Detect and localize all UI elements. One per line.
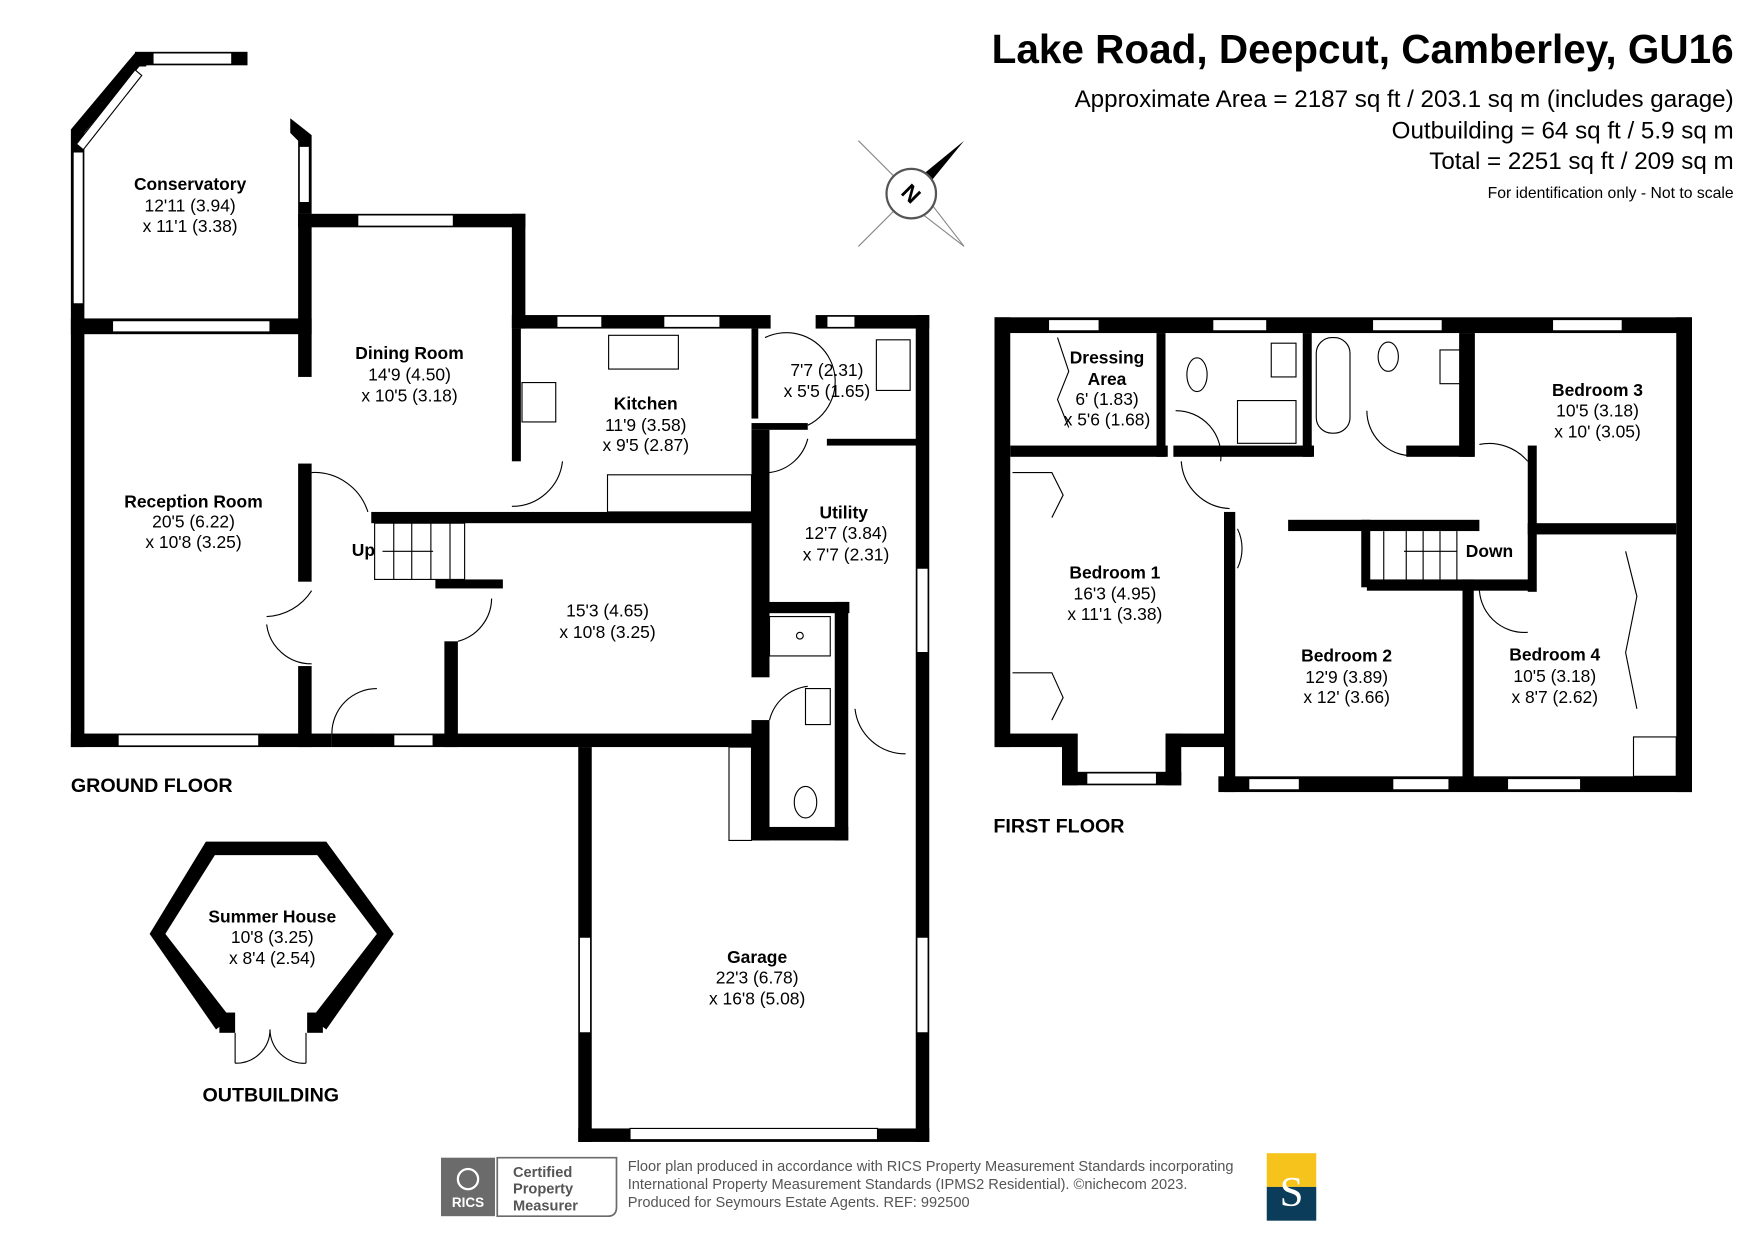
outbuilding-label: OUTBUILDING (203, 1084, 340, 1106)
stairs-down-label: Down (1466, 541, 1513, 561)
svg-text:x 12' (3.66): x 12' (3.66) (1303, 687, 1390, 707)
svg-text:RICS: RICS (452, 1195, 484, 1210)
svg-text:12'9 (3.89): 12'9 (3.89) (1305, 667, 1388, 687)
svg-text:Kitchen: Kitchen (614, 394, 678, 414)
summer-house-walls (149, 841, 394, 1064)
svg-text:Utility: Utility (820, 503, 869, 523)
svg-text:22'3 (6.78): 22'3 (6.78) (716, 967, 799, 987)
room-utility: Utility 12'7 (3.84) x 7'7 (2.31) (803, 503, 890, 565)
agent-logo: S (1266, 1153, 1317, 1221)
svg-text:x 10' (3.05): x 10' (3.05) (1554, 422, 1641, 442)
svg-text:x 16'8 (5.08): x 16'8 (5.08) (709, 989, 805, 1009)
svg-text:x 11'1 (3.38): x 11'1 (3.38) (1067, 604, 1162, 624)
north-arrow-icon: N (857, 140, 965, 247)
svg-text:Reception Room: Reception Room (124, 491, 262, 511)
stairs-up-label: Up (352, 540, 375, 560)
disclaimer: For identification only - Not to scale (1488, 185, 1734, 202)
svg-text:x 10'5 (3.18): x 10'5 (3.18) (361, 386, 457, 406)
svg-text:10'5 (3.18): 10'5 (3.18) (1556, 400, 1639, 420)
svg-text:Property: Property (513, 1182, 574, 1198)
svg-text:Bedroom 3: Bedroom 3 (1552, 380, 1643, 400)
stairs-icon (374, 522, 466, 580)
first-floor-walls (994, 317, 1692, 793)
svg-text:Area: Area (1088, 369, 1127, 389)
property-title: Lake Road, Deepcut, Camberley, GU16 (992, 26, 1734, 72)
svg-text:16'3 (4.95): 16'3 (4.95) (1074, 584, 1157, 604)
svg-text:S: S (1280, 1169, 1304, 1216)
svg-text:x 11'1 (3.38): x 11'1 (3.38) (143, 216, 238, 236)
footer-line-3: Produced for Seymours Estate Agents. REF… (628, 1195, 970, 1211)
outbuilding-area: Outbuilding = 64 sq ft / 5.9 sq m (1392, 117, 1734, 144)
svg-text:Dressing: Dressing (1070, 347, 1145, 367)
svg-text:x 8'7 (2.62): x 8'7 (2.62) (1511, 687, 1598, 707)
svg-text:x 10'8 (3.25): x 10'8 (3.25) (145, 532, 241, 552)
room-dining-room: Dining Room 14'9 (4.50) x 10'5 (3.18) (355, 343, 463, 406)
svg-text:Certified: Certified (513, 1165, 572, 1181)
svg-text:14'9 (4.50): 14'9 (4.50) (368, 364, 451, 384)
svg-text:Garage: Garage (727, 947, 787, 967)
ground-floor-walls (70, 51, 930, 1142)
svg-text:10'8 (3.25): 10'8 (3.25) (231, 927, 314, 947)
svg-text:x 8'4 (2.54): x 8'4 (2.54) (229, 948, 316, 968)
ground-floor-label: GROUND FLOOR (71, 775, 233, 797)
svg-text:x 5'6 (1.68): x 5'6 (1.68) (1064, 409, 1151, 429)
footer-line-1: Floor plan produced in accordance with R… (628, 1159, 1234, 1175)
room-pantry: 7'7 (2.31) x 5'5 (1.65) (784, 360, 871, 401)
svg-text:15'3 (4.65): 15'3 (4.65) (566, 601, 649, 621)
room-summer-house: Summer House 10'8 (3.25) x 8'4 (2.54) (208, 907, 336, 969)
svg-text:Dining Room: Dining Room (355, 343, 463, 363)
svg-text:7'7 (2.31): 7'7 (2.31) (790, 360, 863, 380)
svg-text:x 5'5 (1.65): x 5'5 (1.65) (784, 381, 871, 401)
svg-text:Bedroom 4: Bedroom 4 (1509, 644, 1600, 664)
svg-text:Measurer: Measurer (513, 1199, 578, 1215)
first-floor-label: FIRST FLOOR (993, 816, 1124, 838)
total-area: Total = 2251 sq ft / 209 sq m (1429, 148, 1733, 175)
room-family: 15'3 (4.65) x 10'8 (3.25) (559, 601, 655, 642)
room-reception: Reception Room 20'5 (6.22) x 10'8 (3.25) (124, 491, 262, 552)
stairs-icon (1383, 531, 1458, 580)
svg-text:12'11 (3.94): 12'11 (3.94) (145, 196, 236, 216)
svg-text:6' (1.83): 6' (1.83) (1075, 389, 1138, 409)
svg-text:10'5 (3.18): 10'5 (3.18) (1513, 666, 1596, 686)
footer-line-2: International Property Measurement Stand… (628, 1177, 1188, 1193)
svg-text:Conservatory: Conservatory (134, 174, 247, 194)
room-conservatory: Conservatory 12'11 (3.94) x 11'1 (3.38) (134, 174, 247, 236)
rics-logo: RICS Certified Property Measurer (441, 1156, 618, 1218)
room-kitchen: Kitchen 11'9 (3.58) x 9'5 (2.87) (602, 394, 689, 456)
svg-text:Bedroom 2: Bedroom 2 (1301, 646, 1392, 666)
room-bedroom-2: Bedroom 2 12'9 (3.89) x 12' (3.66) (1301, 646, 1392, 708)
svg-text:12'7 (3.84): 12'7 (3.84) (805, 523, 888, 543)
svg-text:20'5 (6.22): 20'5 (6.22) (152, 512, 235, 532)
svg-text:Bedroom 1: Bedroom 1 (1069, 562, 1160, 582)
svg-text:Summer House: Summer House (208, 907, 336, 927)
room-dressing-area: Dressing Area 6' (1.83) x 5'6 (1.68) (1064, 347, 1151, 429)
svg-text:x 10'8 (3.25): x 10'8 (3.25) (559, 622, 655, 642)
room-bedroom-3: Bedroom 3 10'5 (3.18) x 10' (3.05) (1552, 380, 1643, 442)
room-bedroom-1: Bedroom 1 16'3 (4.95) x 11'1 (3.38) (1067, 562, 1162, 624)
svg-text:11'9 (3.58): 11'9 (3.58) (605, 415, 686, 435)
approx-area: Approximate Area = 2187 sq ft / 203.1 sq… (1075, 86, 1734, 113)
room-bedroom-4: Bedroom 4 10'5 (3.18) x 8'7 (2.62) (1509, 644, 1600, 707)
svg-text:x 7'7 (2.31): x 7'7 (2.31) (803, 544, 890, 564)
svg-text:x 9'5 (2.87): x 9'5 (2.87) (602, 435, 689, 455)
room-garage: Garage 22'3 (6.78) x 16'8 (5.08) (709, 947, 805, 1009)
